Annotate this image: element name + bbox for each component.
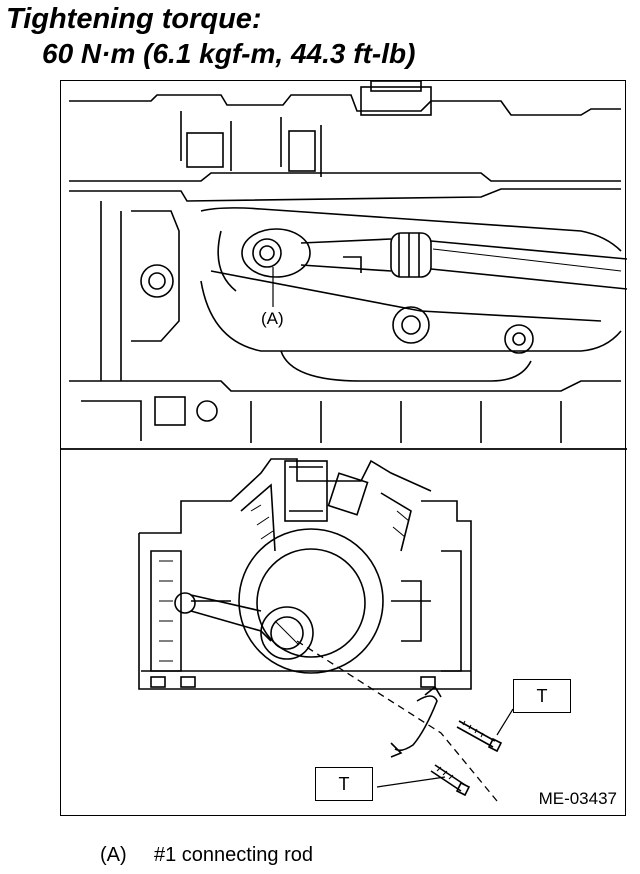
lower-view-block (138, 458, 514, 802)
t-upper-leader (496, 708, 514, 736)
torque-box-upper: T (513, 679, 571, 713)
callout-a-label: (A) (261, 309, 284, 328)
connecting-rod-a (241, 228, 392, 278)
upper-view-block (69, 81, 627, 443)
legend-text: #1 connecting rod (154, 844, 314, 866)
illustration-frame: (A) T T ME-03437 (60, 80, 627, 816)
assembly-line (296, 640, 498, 802)
socket-extension-tool (390, 232, 627, 290)
engine-illustration (61, 81, 627, 802)
torque-value: 60 N·m (6.1 kgf-m, 44.3 ft-lb) (42, 38, 416, 69)
figure-code: ME-03437 (538, 789, 617, 808)
bearing-cap (390, 685, 442, 758)
legend: (A) #1 connecting rod (100, 842, 313, 868)
t-lower-leader (376, 776, 446, 788)
legend-key: (A) (100, 844, 127, 866)
cap-bolt-lower (430, 764, 471, 797)
torque-box-lower: T (315, 767, 373, 801)
cap-bolt-upper (456, 720, 503, 753)
torque-title: Tightening torque: (6, 3, 262, 35)
